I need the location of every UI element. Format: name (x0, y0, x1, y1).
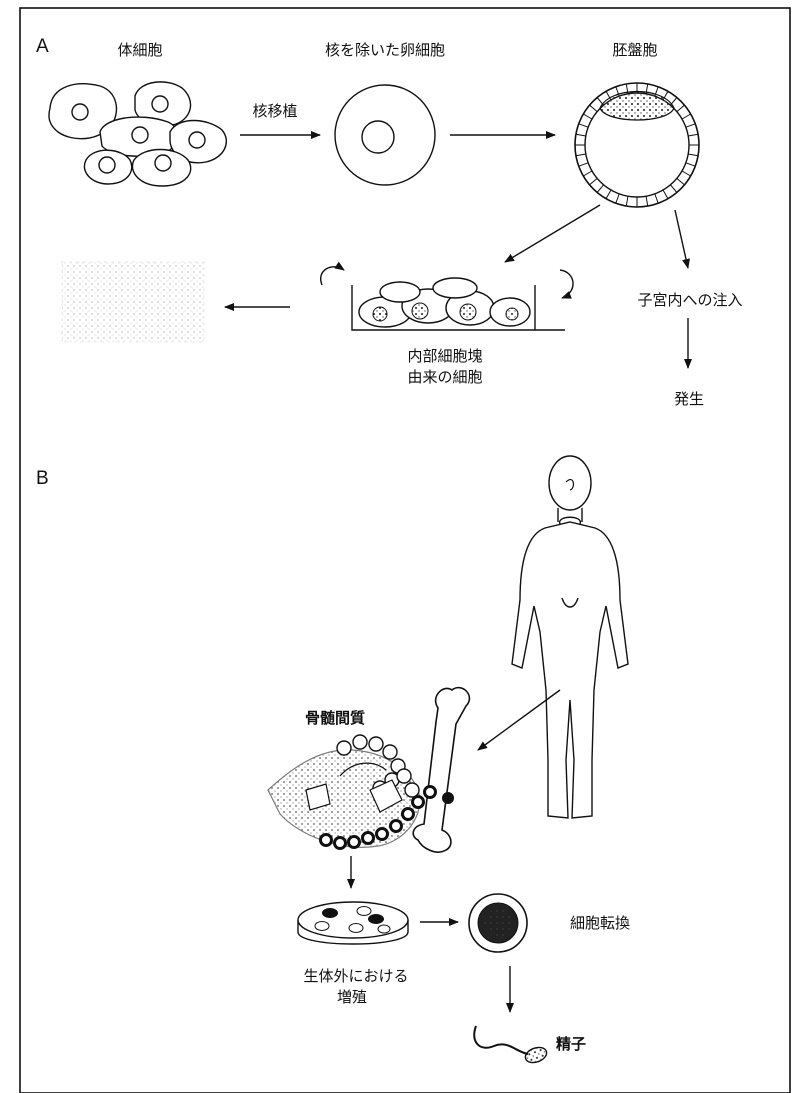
uterine-injection-label: 子宮内への注入 (637, 291, 742, 309)
blastocyst-label: 胚盤胞 (612, 41, 657, 59)
panel-b-letter: B (36, 468, 49, 489)
right-curved-arrow (560, 270, 573, 298)
blastocyst-to-uterus-arrow (675, 210, 688, 268)
development-label: 発生 (674, 390, 704, 408)
icm-cells-label-line2: 由来の細胞 (407, 368, 482, 386)
transdifferentiation-label: 細胞転換 (570, 914, 630, 932)
blastocyst-to-icm-arrow (505, 205, 600, 262)
enucleated-egg-label: 核を除いた卵細胞 (325, 41, 445, 59)
somatic-cell-cluster (49, 82, 226, 186)
egg-cell (335, 85, 435, 185)
in-vitro-proliferation-label-line1: 生体外における (303, 967, 408, 985)
icm-cells-label-line1: 内部細胞塊 (407, 347, 482, 365)
panel-a-letter: A (36, 36, 49, 57)
left-curved-arrow (321, 267, 344, 285)
femur-bone (413, 688, 469, 852)
human-figure (512, 456, 628, 818)
in-vitro-proliferation-label-line2: 増殖 (337, 988, 367, 1006)
blastocyst (575, 83, 699, 207)
faded-result-box (62, 262, 204, 342)
culture-dish (352, 278, 565, 330)
sperm-label: 精子 (556, 1035, 586, 1053)
somatic-cell-label: 体細胞 (117, 41, 162, 59)
culture-plate (298, 902, 408, 944)
sperm-illustration (474, 1026, 549, 1065)
nuclear-transfer-label: 核移植 (252, 102, 297, 120)
transdifferentiated-cell (469, 894, 527, 952)
bone-marrow-stroma-label: 骨髄間質 (305, 709, 365, 727)
